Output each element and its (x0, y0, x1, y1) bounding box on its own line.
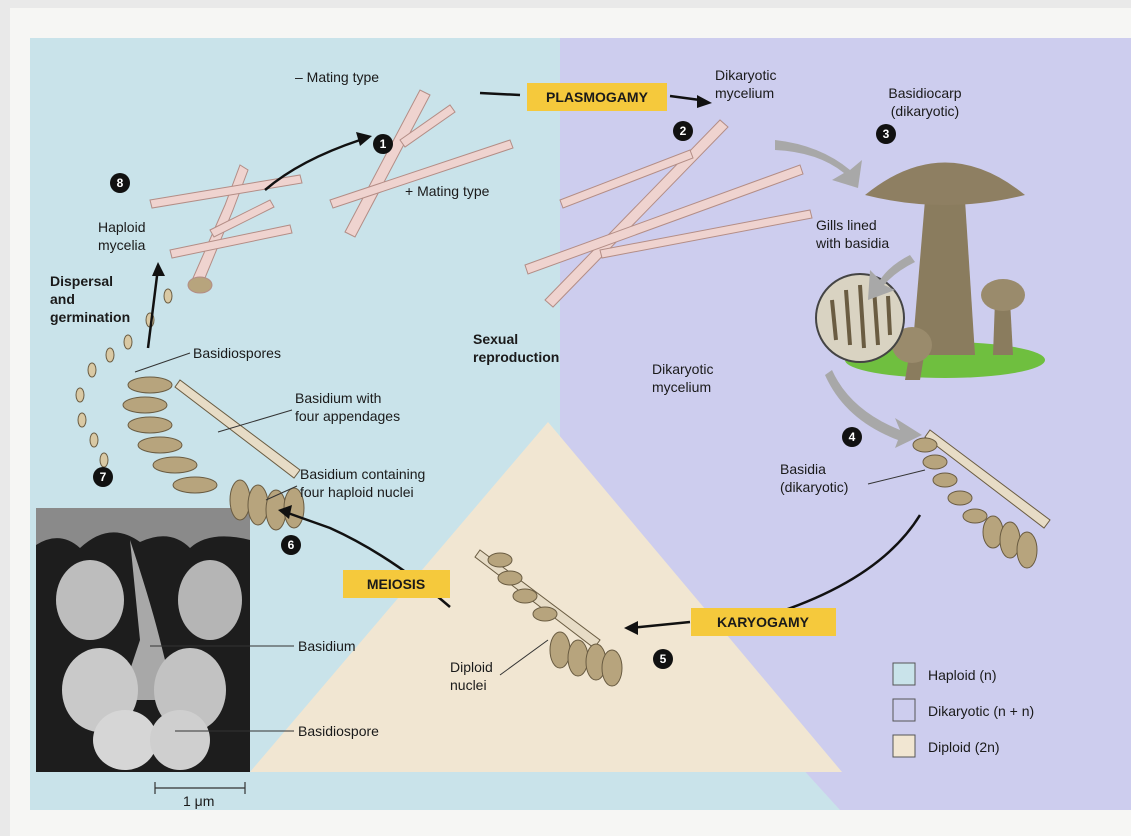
plus-mating-type-label: + Mating type (405, 183, 490, 199)
legend-label-diploid: Diploid (2n) (928, 739, 1000, 755)
legend-swatch-dikaryotic (893, 699, 915, 721)
legend-swatch-diploid (893, 735, 915, 757)
basidia-line1: Basidia (780, 461, 826, 477)
legend-label-dikaryotic: Dikaryotic (n + n) (928, 703, 1034, 719)
gills-line1: Gills lined (816, 217, 877, 233)
gills-line2: with basidia (815, 235, 889, 251)
minus-mating-type-label: – Mating type (295, 69, 379, 85)
step-2-number: 2 (680, 124, 687, 138)
basidium-containing-line1: Basidium containing (300, 466, 425, 482)
basidiospores-label: Basidiospores (193, 345, 281, 361)
basidium-with-line1: Basidium with (295, 390, 381, 406)
step-3-number: 3 (883, 127, 890, 141)
dikaryotic-mycelium-mid-line2: mycelium (652, 379, 711, 395)
micrograph (36, 508, 250, 772)
sexual-reproduction-line1: Sexual (473, 331, 518, 347)
step-8-number: 8 (117, 176, 124, 190)
plasmogamy-label: PLASMOGAMY (546, 89, 649, 105)
dikaryotic-mycelium-top-line1: Dikaryotic (715, 67, 776, 83)
diploid-nuclei-line2: nuclei (450, 677, 487, 693)
haploid-mycelia-line2: mycelia (98, 237, 146, 253)
diploid-nuclei-line1: Diploid (450, 659, 493, 675)
basidiocarp-line2: (dikaryotic) (891, 103, 959, 119)
meiosis-label: MEIOSIS (367, 576, 425, 592)
micro-basidium-label: Basidium (298, 638, 356, 654)
dispersal-line1: Dispersal (50, 273, 113, 289)
plasmogamy-process: PLASMOGAMY (527, 83, 667, 111)
step-6-number: 6 (288, 538, 295, 552)
step-7-number: 7 (100, 470, 107, 484)
svg-text:1 μm: 1 μm (183, 793, 214, 809)
dispersal-line2: and (50, 291, 75, 307)
basidiocarp-line1: Basidiocarp (888, 85, 961, 101)
dispersal-line3: germination (50, 309, 130, 325)
step-5-number: 5 (660, 652, 667, 666)
haploid-mycelia-line1: Haploid (98, 219, 145, 235)
basidia-line2: (dikaryotic) (780, 479, 848, 495)
basidium-with-line2: four appendages (295, 408, 400, 424)
dikaryotic-mycelium-top-line2: mycelium (715, 85, 774, 101)
legend-label-haploid: Haploid (n) (928, 667, 996, 683)
micro-basidiospore-label: Basidiospore (298, 723, 379, 739)
karyogamy-label: KARYOGAMY (717, 614, 810, 630)
step-4-number: 4 (849, 430, 856, 444)
sexual-reproduction-line2: reproduction (473, 349, 559, 365)
basidium-containing-line2: four haploid nuclei (300, 484, 414, 500)
step-1-number: 1 (380, 137, 387, 151)
dikaryotic-mycelium-mid-line1: Dikaryotic (652, 361, 713, 377)
meiosis-process: MEIOSIS (343, 570, 450, 598)
karyogamy-process: KARYOGAMY (691, 608, 836, 636)
legend-swatch-haploid (893, 663, 915, 685)
